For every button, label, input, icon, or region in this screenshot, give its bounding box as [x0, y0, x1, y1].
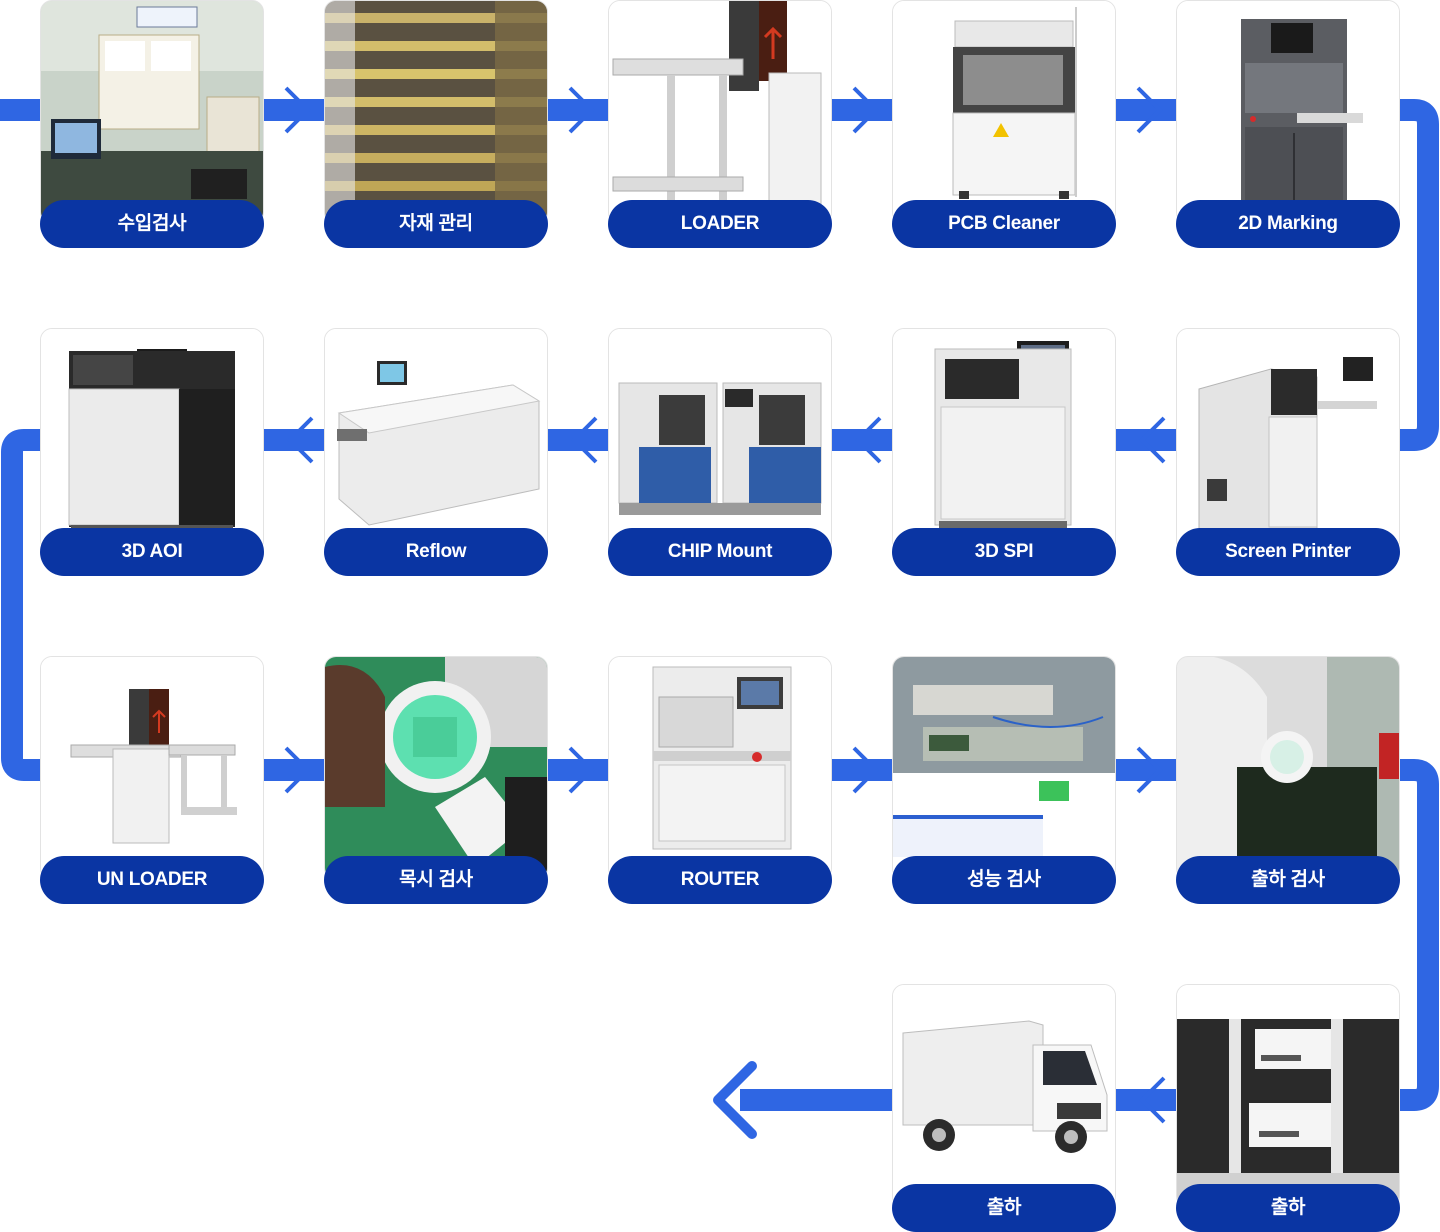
step-label: 목시 검사: [324, 856, 548, 904]
reflow-oven-photo: [325, 329, 547, 551]
process-step: ROUTER: [608, 656, 832, 904]
step-label: Reflow: [324, 528, 548, 576]
chevron-right-icon: [852, 86, 879, 134]
delivery-truck-photo: [893, 985, 1115, 1207]
step-label: 3D AOI: [40, 528, 264, 576]
arrow-left-icon: [713, 1061, 757, 1139]
chevron-right-icon: [1136, 746, 1163, 794]
process-step: LOADER: [608, 0, 832, 248]
chevron-right-icon: [568, 746, 595, 794]
process-step: 목시 검사: [324, 656, 548, 904]
unloader-machine-photo: [41, 657, 263, 879]
process-step: 2D Marking: [1176, 0, 1400, 248]
loader-machine-photo: [609, 1, 831, 223]
screen-printer-machine-photo: [1177, 329, 1399, 551]
packaged-products-photo: [1177, 985, 1399, 1207]
process-step: 출하: [892, 984, 1116, 1232]
shipping-inspection-photo: [1177, 657, 1399, 879]
step-label: UN LOADER: [40, 856, 264, 904]
connector-row2-row3: [0, 429, 40, 781]
process-step: PCB Cleaner: [892, 0, 1116, 248]
process-step: 출하: [1176, 984, 1400, 1232]
laser-marking-machine-photo: [1177, 1, 1399, 223]
inspection-desk-photo: [41, 1, 263, 223]
material-shelves-photo: [325, 1, 547, 223]
step-photo: [892, 328, 1116, 552]
step-label: PCB Cleaner: [892, 200, 1116, 248]
process-step: 자재 관리: [324, 0, 548, 248]
step-photo: [892, 0, 1116, 224]
step-label: 수입검사: [40, 200, 264, 248]
chevron-right-icon: [1136, 86, 1163, 134]
process-step: 3D AOI: [40, 328, 264, 576]
router-machine-photo: [609, 657, 831, 879]
step-label: 출하: [1176, 1184, 1400, 1232]
step-photo: [40, 656, 264, 880]
step-photo: [1176, 656, 1400, 880]
spi-inspection-machine-photo: [893, 329, 1115, 551]
chevron-right-icon: [852, 746, 879, 794]
chevron-left-icon: [1139, 416, 1166, 464]
step-photo: [40, 0, 264, 224]
aoi-inspection-machine-photo: [41, 329, 263, 551]
process-step: 출하 검사: [1176, 656, 1400, 904]
step-photo: [1176, 0, 1400, 224]
step-label: 성능 검사: [892, 856, 1116, 904]
process-step: 성능 검사: [892, 656, 1116, 904]
performance-test-photo: [893, 657, 1115, 879]
step-label: Screen Printer: [1176, 528, 1400, 576]
step-photo: [324, 656, 548, 880]
step-label: 출하 검사: [1176, 856, 1400, 904]
process-step: Screen Printer: [1176, 328, 1400, 576]
step-photo: [1176, 328, 1400, 552]
step-label: 출하: [892, 1184, 1116, 1232]
step-label: ROUTER: [608, 856, 832, 904]
chevron-right-icon: [284, 746, 311, 794]
visual-inspection-photo: [325, 657, 547, 879]
chevron-left-icon: [1139, 1076, 1166, 1124]
step-photo: [608, 328, 832, 552]
pcb-cleaner-machine-photo: [893, 1, 1115, 223]
chevron-left-icon: [855, 416, 882, 464]
step-photo: [324, 0, 548, 224]
process-step: Reflow: [324, 328, 548, 576]
step-label: 3D SPI: [892, 528, 1116, 576]
step-photo: [608, 0, 832, 224]
process-step: UN LOADER: [40, 656, 264, 904]
step-label: 2D Marking: [1176, 200, 1400, 248]
step-photo: [892, 656, 1116, 880]
step-label: 자재 관리: [324, 200, 548, 248]
connector-row1-row2: [1400, 99, 1439, 451]
chevron-left-icon: [287, 416, 314, 464]
step-photo: [892, 984, 1116, 1208]
chevron-left-icon: [571, 416, 598, 464]
chip-mounter-machine-photo: [609, 329, 831, 551]
process-step: 3D SPI: [892, 328, 1116, 576]
step-photo: [1176, 984, 1400, 1208]
step-photo: [608, 656, 832, 880]
process-step: CHIP Mount: [608, 328, 832, 576]
step-label: LOADER: [608, 200, 832, 248]
chevron-right-icon: [284, 86, 311, 134]
chevron-right-icon: [568, 86, 595, 134]
process-step: 수입검사: [40, 0, 264, 248]
step-label: CHIP Mount: [608, 528, 832, 576]
step-photo: [324, 328, 548, 552]
connector-row3-row4: [1400, 759, 1439, 1111]
step-photo: [40, 328, 264, 552]
